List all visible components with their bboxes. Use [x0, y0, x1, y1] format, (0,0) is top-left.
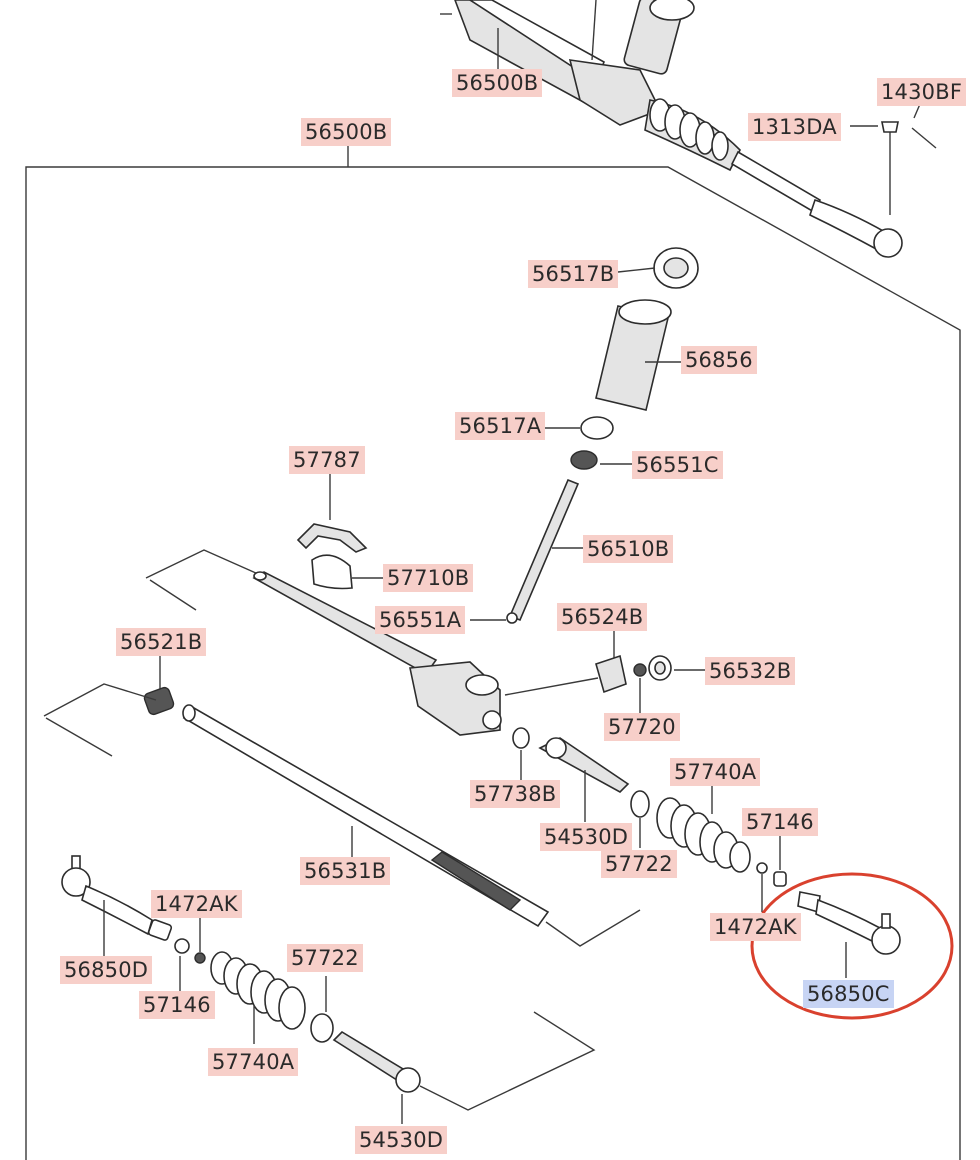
part-label-56500b-top[interactable]: 56500B [452, 69, 543, 97]
rack-housing [145, 549, 599, 736]
part-label-57146-right[interactable]: 57146 [742, 808, 818, 836]
part-label-56517a[interactable]: 56517A [455, 412, 546, 440]
part-label-56521b[interactable]: 56521B [116, 628, 207, 656]
part-label-57146-left[interactable]: 57146 [139, 991, 215, 1019]
part-label-57787[interactable]: 57787 [289, 446, 365, 474]
part-label-57722-left[interactable]: 57722 [287, 944, 363, 972]
part-label-57738b[interactable]: 57738B [470, 780, 561, 808]
part-label-56531b[interactable]: 56531B [300, 857, 391, 885]
part-label-56517b[interactable]: 56517B [528, 260, 619, 288]
part-label-57740a-right[interactable]: 57740A [670, 758, 761, 786]
part-label-57722-right[interactable]: 57722 [601, 850, 677, 878]
part-label-57740a-left[interactable]: 57740A [208, 1048, 299, 1076]
part-label-56850d[interactable]: 56850D [60, 956, 153, 984]
part-label-54530d-left[interactable]: 54530D [355, 1126, 448, 1154]
part-label-56524b[interactable]: 56524B [557, 603, 648, 631]
part-label-57720[interactable]: 57720 [604, 713, 680, 741]
yoke-components [595, 630, 706, 716]
part-label-1472ak-right[interactable]: 1472AK [710, 913, 801, 941]
pinion-components [470, 247, 699, 624]
rack-bar [43, 656, 641, 947]
right-tie-rod-assembly [512, 727, 787, 912]
top-boot-bellows [649, 98, 729, 161]
mounting-clamp [296, 474, 384, 590]
part-label-56850c[interactable]: 56850C [803, 980, 894, 1008]
highlight-circle [750, 872, 954, 1020]
left-tie-rod-assembly [61, 855, 596, 1124]
right-boot-bellows [656, 797, 751, 873]
assembly-frame [25, 146, 961, 1160]
part-label-56856[interactable]: 56856 [681, 346, 757, 374]
part-label-56510b[interactable]: 56510B [583, 535, 674, 563]
part-label-56551a[interactable]: 56551A [375, 606, 466, 634]
left-boot-bellows [210, 951, 306, 1030]
top-steering-gear-assembly [440, 0, 937, 258]
part-label-57710b[interactable]: 57710B [383, 564, 474, 592]
part-label-56500b-box[interactable]: 56500B [301, 118, 392, 146]
part-label-56551c[interactable]: 56551C [632, 451, 723, 479]
part-label-1430bf[interactable]: 1430BF [877, 78, 967, 106]
part-label-1472ak-left[interactable]: 1472AK [151, 890, 242, 918]
right-outer-tie-rod-end [750, 872, 954, 1020]
part-label-54530d-right[interactable]: 54530D [540, 823, 633, 851]
part-label-56532b[interactable]: 56532B [705, 657, 796, 685]
part-label-1313da[interactable]: 1313DA [748, 113, 841, 141]
